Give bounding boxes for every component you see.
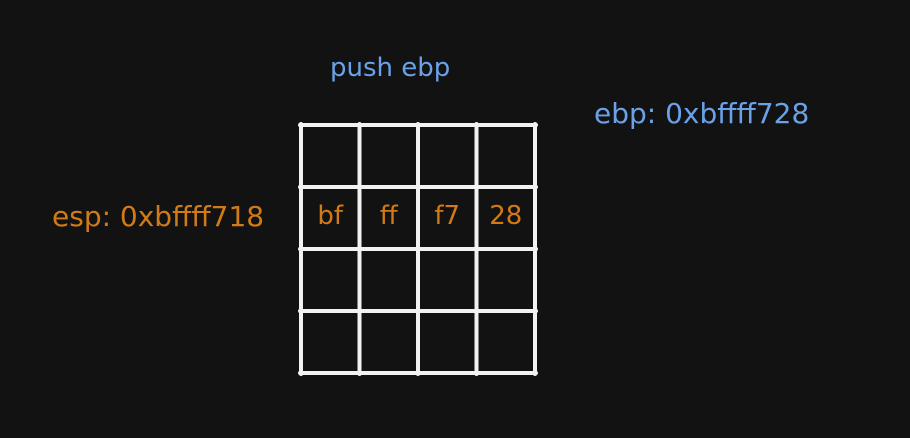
stack-byte-cell: 28 xyxy=(489,201,522,231)
stack-grid-lines xyxy=(298,122,538,376)
ebp-register-label: ebp: 0xbffff728 xyxy=(594,97,810,130)
stack-byte-cell: ff xyxy=(380,201,399,231)
stack-byte-cell: f7 xyxy=(434,201,460,231)
esp-register-label: esp: 0xbffff718 xyxy=(52,200,265,233)
instruction-label: push ebp xyxy=(330,53,451,83)
stack-byte-cell: bf xyxy=(317,201,344,231)
stack-cell-values: bf ff f7 28 xyxy=(317,201,522,231)
